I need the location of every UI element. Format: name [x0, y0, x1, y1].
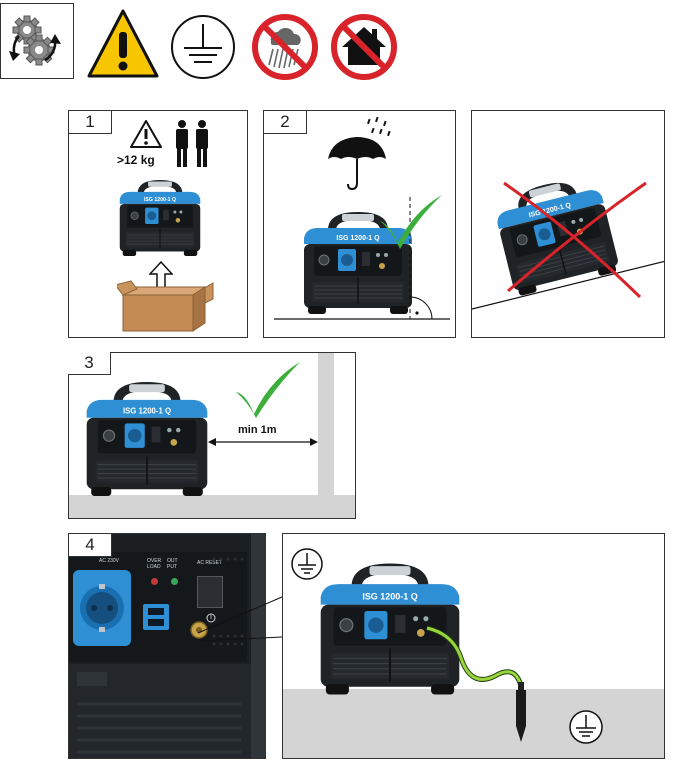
earth-ground-icon	[291, 548, 323, 580]
two-persons-icon	[176, 120, 208, 167]
step-number: 4	[69, 534, 112, 557]
generator-model-label: ISG 1200-1 Q	[362, 591, 417, 601]
overload-light	[151, 578, 158, 585]
generator-model-label: ISG 1200-1 Q	[336, 235, 380, 242]
generator-model-label: ISG 1200-1 Q	[123, 406, 171, 415]
umbrella-rain-icon	[328, 116, 391, 191]
generator-lower-body	[69, 664, 251, 758]
distance-arrow	[208, 438, 318, 446]
ground-rod	[516, 682, 526, 742]
ground-cable	[426, 625, 524, 687]
ac-reset-label: AC RESET	[197, 560, 223, 566]
cardboard-box-image	[117, 280, 214, 332]
gears-rotate-icon	[0, 3, 74, 79]
tilted-generator-panel: ISG 1200-1 Q	[471, 110, 665, 338]
usb-port	[143, 604, 169, 630]
zoom-connector	[197, 596, 283, 642]
earth-ground-icon	[170, 14, 236, 85]
warning-triangle-small-icon	[130, 120, 162, 148]
step-number: 3	[68, 352, 111, 375]
checkmark-icon	[380, 195, 442, 249]
earth-ground-icon	[569, 710, 603, 744]
socket-label: AC 230V	[99, 558, 120, 564]
step-3-panel: 3 ISG 1200-1 Q min 1m	[68, 352, 356, 519]
step-1-panel: 1 >12 kg ISG 1200-1 Q	[68, 110, 248, 338]
step-4-grounding-panel: ISG 1200-1 Q	[282, 533, 665, 759]
generator-model-label: ISG 1200-1 Q	[144, 197, 176, 203]
checkmark-icon	[236, 362, 300, 418]
level-ground-indicator	[274, 197, 450, 320]
wall	[318, 353, 334, 497]
prohibited-cross-icon	[503, 181, 647, 299]
step-number: 1	[69, 111, 112, 134]
step-4-closeup-panel: 4 AC 230V OVER LOAD OUT PUT AC RESET	[68, 533, 266, 759]
no-indoor-use-icon	[330, 13, 398, 86]
no-rain-icon	[251, 13, 319, 86]
step-2-panel: 2 ISG 1200-1 Q	[263, 110, 456, 338]
vent-grille	[212, 557, 244, 646]
weight-label: >12 kg	[117, 153, 155, 167]
ac-reset-breaker	[197, 576, 223, 608]
overload-label: OVER LOAD	[147, 558, 162, 570]
step-number: 2	[264, 111, 307, 134]
ac-socket	[73, 570, 131, 646]
ground-terminal	[190, 613, 216, 639]
min-distance-label: min 1m	[238, 424, 277, 436]
warning-triangle-icon	[87, 8, 159, 85]
slope-line	[472, 260, 664, 310]
output-label: OUT PUT	[167, 558, 178, 570]
output-light	[171, 578, 178, 585]
floor	[69, 495, 355, 518]
